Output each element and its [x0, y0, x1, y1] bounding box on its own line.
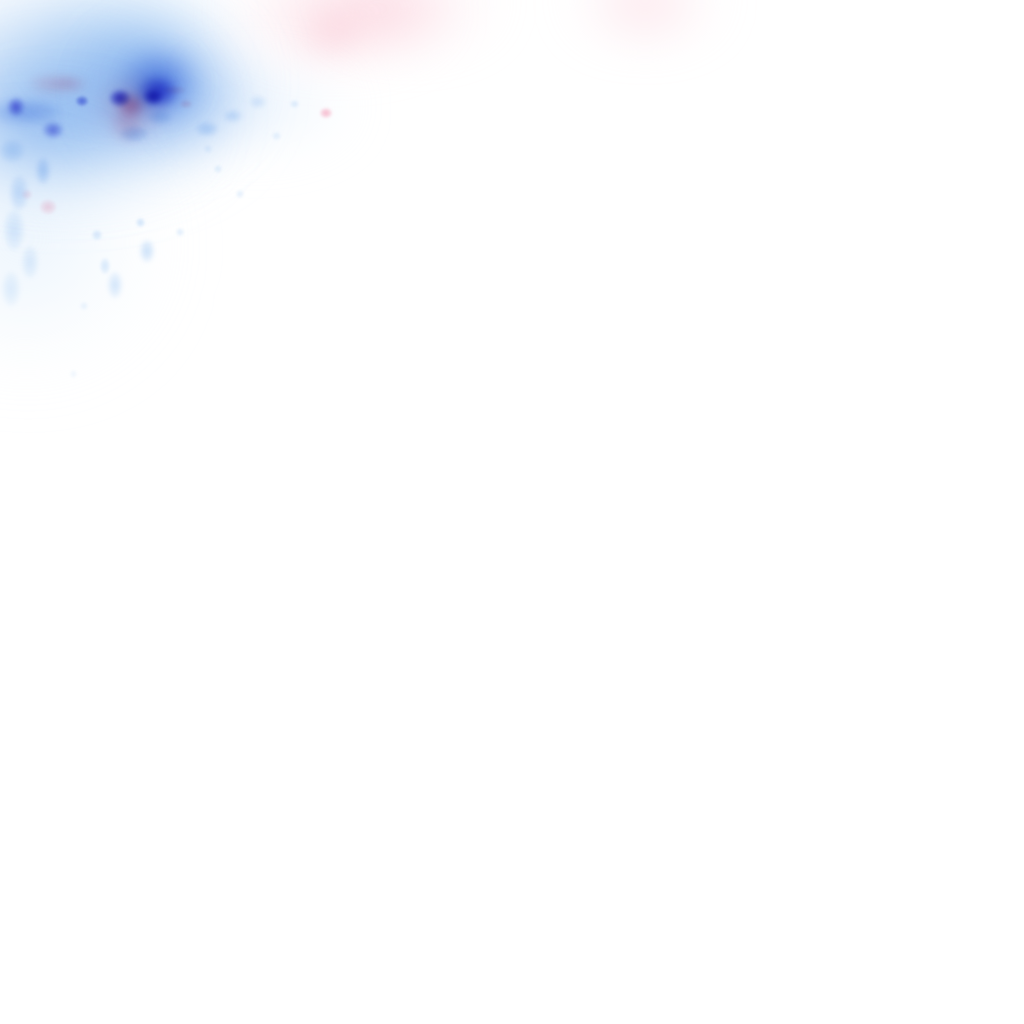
pink-speck-mid	[180, 100, 192, 108]
speck-9	[100, 258, 110, 274]
speck-14	[196, 122, 218, 136]
speck-5	[2, 272, 20, 306]
speck-6	[92, 230, 102, 240]
speck-8	[140, 240, 154, 262]
speck-13	[236, 190, 244, 198]
speck-24	[148, 110, 172, 124]
speck-17	[290, 100, 299, 108]
speck-22	[0, 140, 24, 162]
speck-20	[80, 302, 88, 310]
speck-3	[4, 210, 24, 250]
speck-18	[272, 132, 281, 140]
speck-19	[204, 145, 212, 153]
speck-12	[214, 165, 222, 173]
speck-16	[250, 96, 266, 108]
speck-10	[108, 272, 122, 298]
speck-7	[136, 218, 145, 227]
deep-blue-pin-f	[76, 96, 88, 106]
speck-2	[10, 176, 28, 210]
blue-speck-band-left	[0, 100, 60, 124]
pink-streak-left-b	[54, 78, 88, 90]
speck-23	[120, 126, 148, 142]
pink-speck-right	[320, 108, 332, 118]
deep-blue-pin-e	[43, 122, 63, 138]
pink-core-peak	[118, 94, 144, 116]
pink-wisp-upper-mid	[300, 16, 360, 56]
speck-4	[22, 246, 38, 278]
blue-cloud-right-tail	[175, 70, 345, 145]
speck-11	[176, 228, 184, 236]
speck-1	[36, 158, 50, 184]
speck-21	[70, 370, 77, 378]
pink-speck-left-low	[40, 200, 56, 214]
speck-15	[224, 110, 242, 122]
pink-speck-band	[164, 86, 186, 94]
